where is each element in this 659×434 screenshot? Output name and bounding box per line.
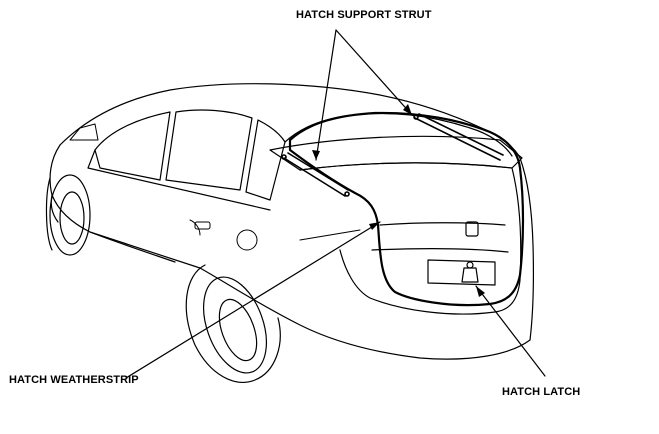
strut-arrow-right [403, 104, 412, 115]
latch-leader [475, 285, 546, 377]
strut-arrow-left [312, 150, 320, 160]
latch-arrow [476, 286, 485, 297]
hatch-weatherstrip-label: HATCH WEATHERSTRIP [9, 374, 139, 386]
leader-lines [125, 29, 546, 379]
hatch-support-strut-label: HATCH SUPPORT STRUT [296, 9, 432, 21]
strut-leader-right [335, 29, 413, 116]
rear-wheel [185, 264, 281, 383]
car-body-outline [49, 83, 534, 360]
arrowheads [312, 104, 485, 297]
hatch-door [299, 162, 522, 315]
side-windows [87, 109, 286, 211]
weatherstrip-arrow [369, 222, 380, 230]
strut-leader-left [315, 29, 337, 161]
front-wheel [45, 174, 91, 256]
hatch-latch [461, 261, 479, 283]
body-details [69, 123, 361, 251]
hatch-latch-label: HATCH LATCH [502, 386, 581, 398]
weatherstrip-leader [125, 221, 381, 379]
hatch-support-struts [281, 113, 504, 197]
